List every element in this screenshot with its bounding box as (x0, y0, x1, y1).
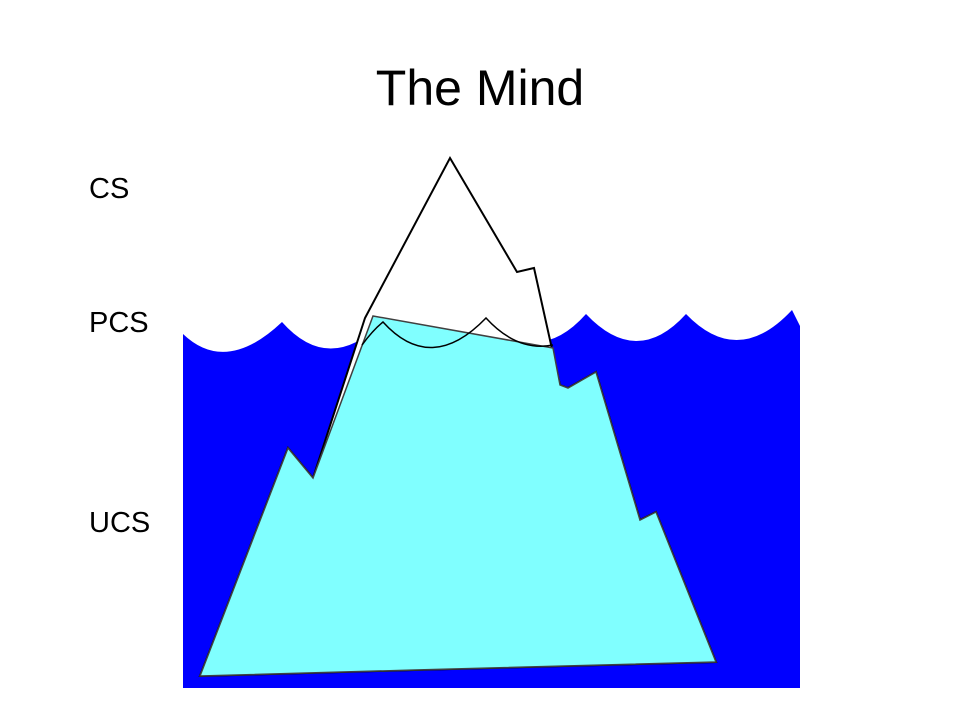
iceberg-submerged (198, 315, 718, 677)
slide-title: The Mind (375, 60, 585, 116)
conscious-label: CS (89, 173, 130, 205)
unconscious-label: UCS (89, 507, 151, 539)
preconscious-label: PCS (89, 307, 149, 339)
water-surface-line (361, 316, 554, 349)
